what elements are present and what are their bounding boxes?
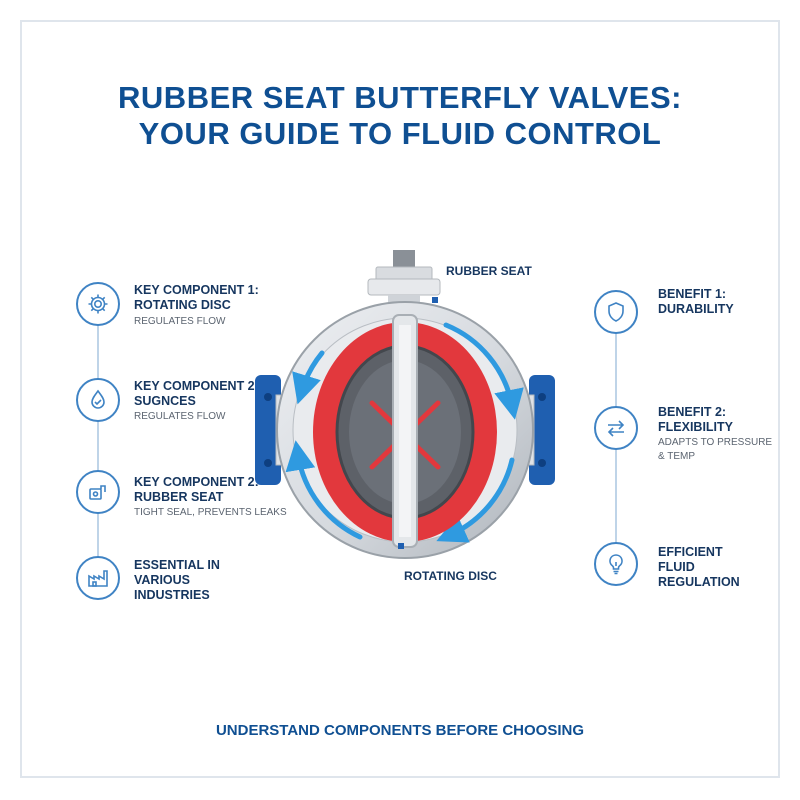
rubber-seat-callout: RUBBER SEAT xyxy=(446,264,532,278)
right-connector-line xyxy=(615,330,617,570)
left-connector-line xyxy=(97,318,99,578)
left-item-4-title-2: VARIOUS xyxy=(134,573,191,587)
left-item-4-title-3: INDUSTRIES xyxy=(134,588,210,602)
left-item-2-title-1: KEY COMPONENT 2: xyxy=(134,379,259,393)
right-item-3-title-3: REGULATION xyxy=(658,575,740,589)
left-item-4-title-1: ESSENTIAL IN xyxy=(134,558,220,572)
left-item-1-title-2: ROTATING DISC xyxy=(134,298,231,312)
rotating-disc-marker xyxy=(398,543,404,549)
footer-tagline: UNDERSTAND COMPONENTS BEFORE CHOOSING xyxy=(215,722,585,739)
lightbulb-icon xyxy=(594,542,638,586)
right-item-2-sub-1: ADAPTS TO PRESSURE xyxy=(658,437,773,448)
title-line-2: YOUR GUIDE TO FLUID CONTROL xyxy=(138,116,662,151)
rubber-seat-marker xyxy=(432,297,438,303)
rotating-disc-callout: ROTATING DISC xyxy=(404,569,497,583)
flow-arrows xyxy=(285,322,524,543)
butterfly-valve-illustration xyxy=(255,250,555,559)
right-item-1-title-2: DURABILITY xyxy=(658,302,734,316)
left-item-1-title-1: KEY COMPONENT 1: xyxy=(134,283,259,297)
swap-arrows-icon xyxy=(594,406,638,450)
left-item-3-sub: TIGHT SEAL, PREVENTS LEAKS xyxy=(134,507,287,518)
page-title: RUBBER SEAT BUTTERFLY VALVES: YOUR GUIDE… xyxy=(0,80,800,152)
title-line-1: RUBBER SEAT BUTTERFLY VALVES: xyxy=(118,80,682,115)
valve-stem xyxy=(367,250,441,309)
shield-icon xyxy=(594,290,638,334)
left-item-3-title-2: RUBBER SEAT xyxy=(134,490,224,504)
right-item-2-sub-2: & TEMP xyxy=(658,451,696,462)
right-item-3-title-2: FLUID xyxy=(658,560,695,574)
left-item-2-title-2: SUGNCES xyxy=(134,394,196,408)
right-item-3-title-1: EFFICIENT xyxy=(658,545,723,559)
right-item-2-title-2: FLEXIBILITY xyxy=(658,420,733,434)
seal-box-icon xyxy=(76,470,120,514)
left-item-2-sub: REGULATES FLOW xyxy=(134,411,226,422)
factory-icon xyxy=(76,556,120,600)
gear-icon xyxy=(76,282,120,326)
left-item-3-title-1: KEY COMPONENT 2: xyxy=(134,475,259,489)
right-item-1-title-1: BENEFIT 1: xyxy=(658,287,727,301)
left-item-1-sub: REGULATES FLOW xyxy=(134,316,226,327)
right-item-2-title-1: BENEFIT 2: xyxy=(658,405,727,419)
droplet-check-icon xyxy=(76,378,120,422)
